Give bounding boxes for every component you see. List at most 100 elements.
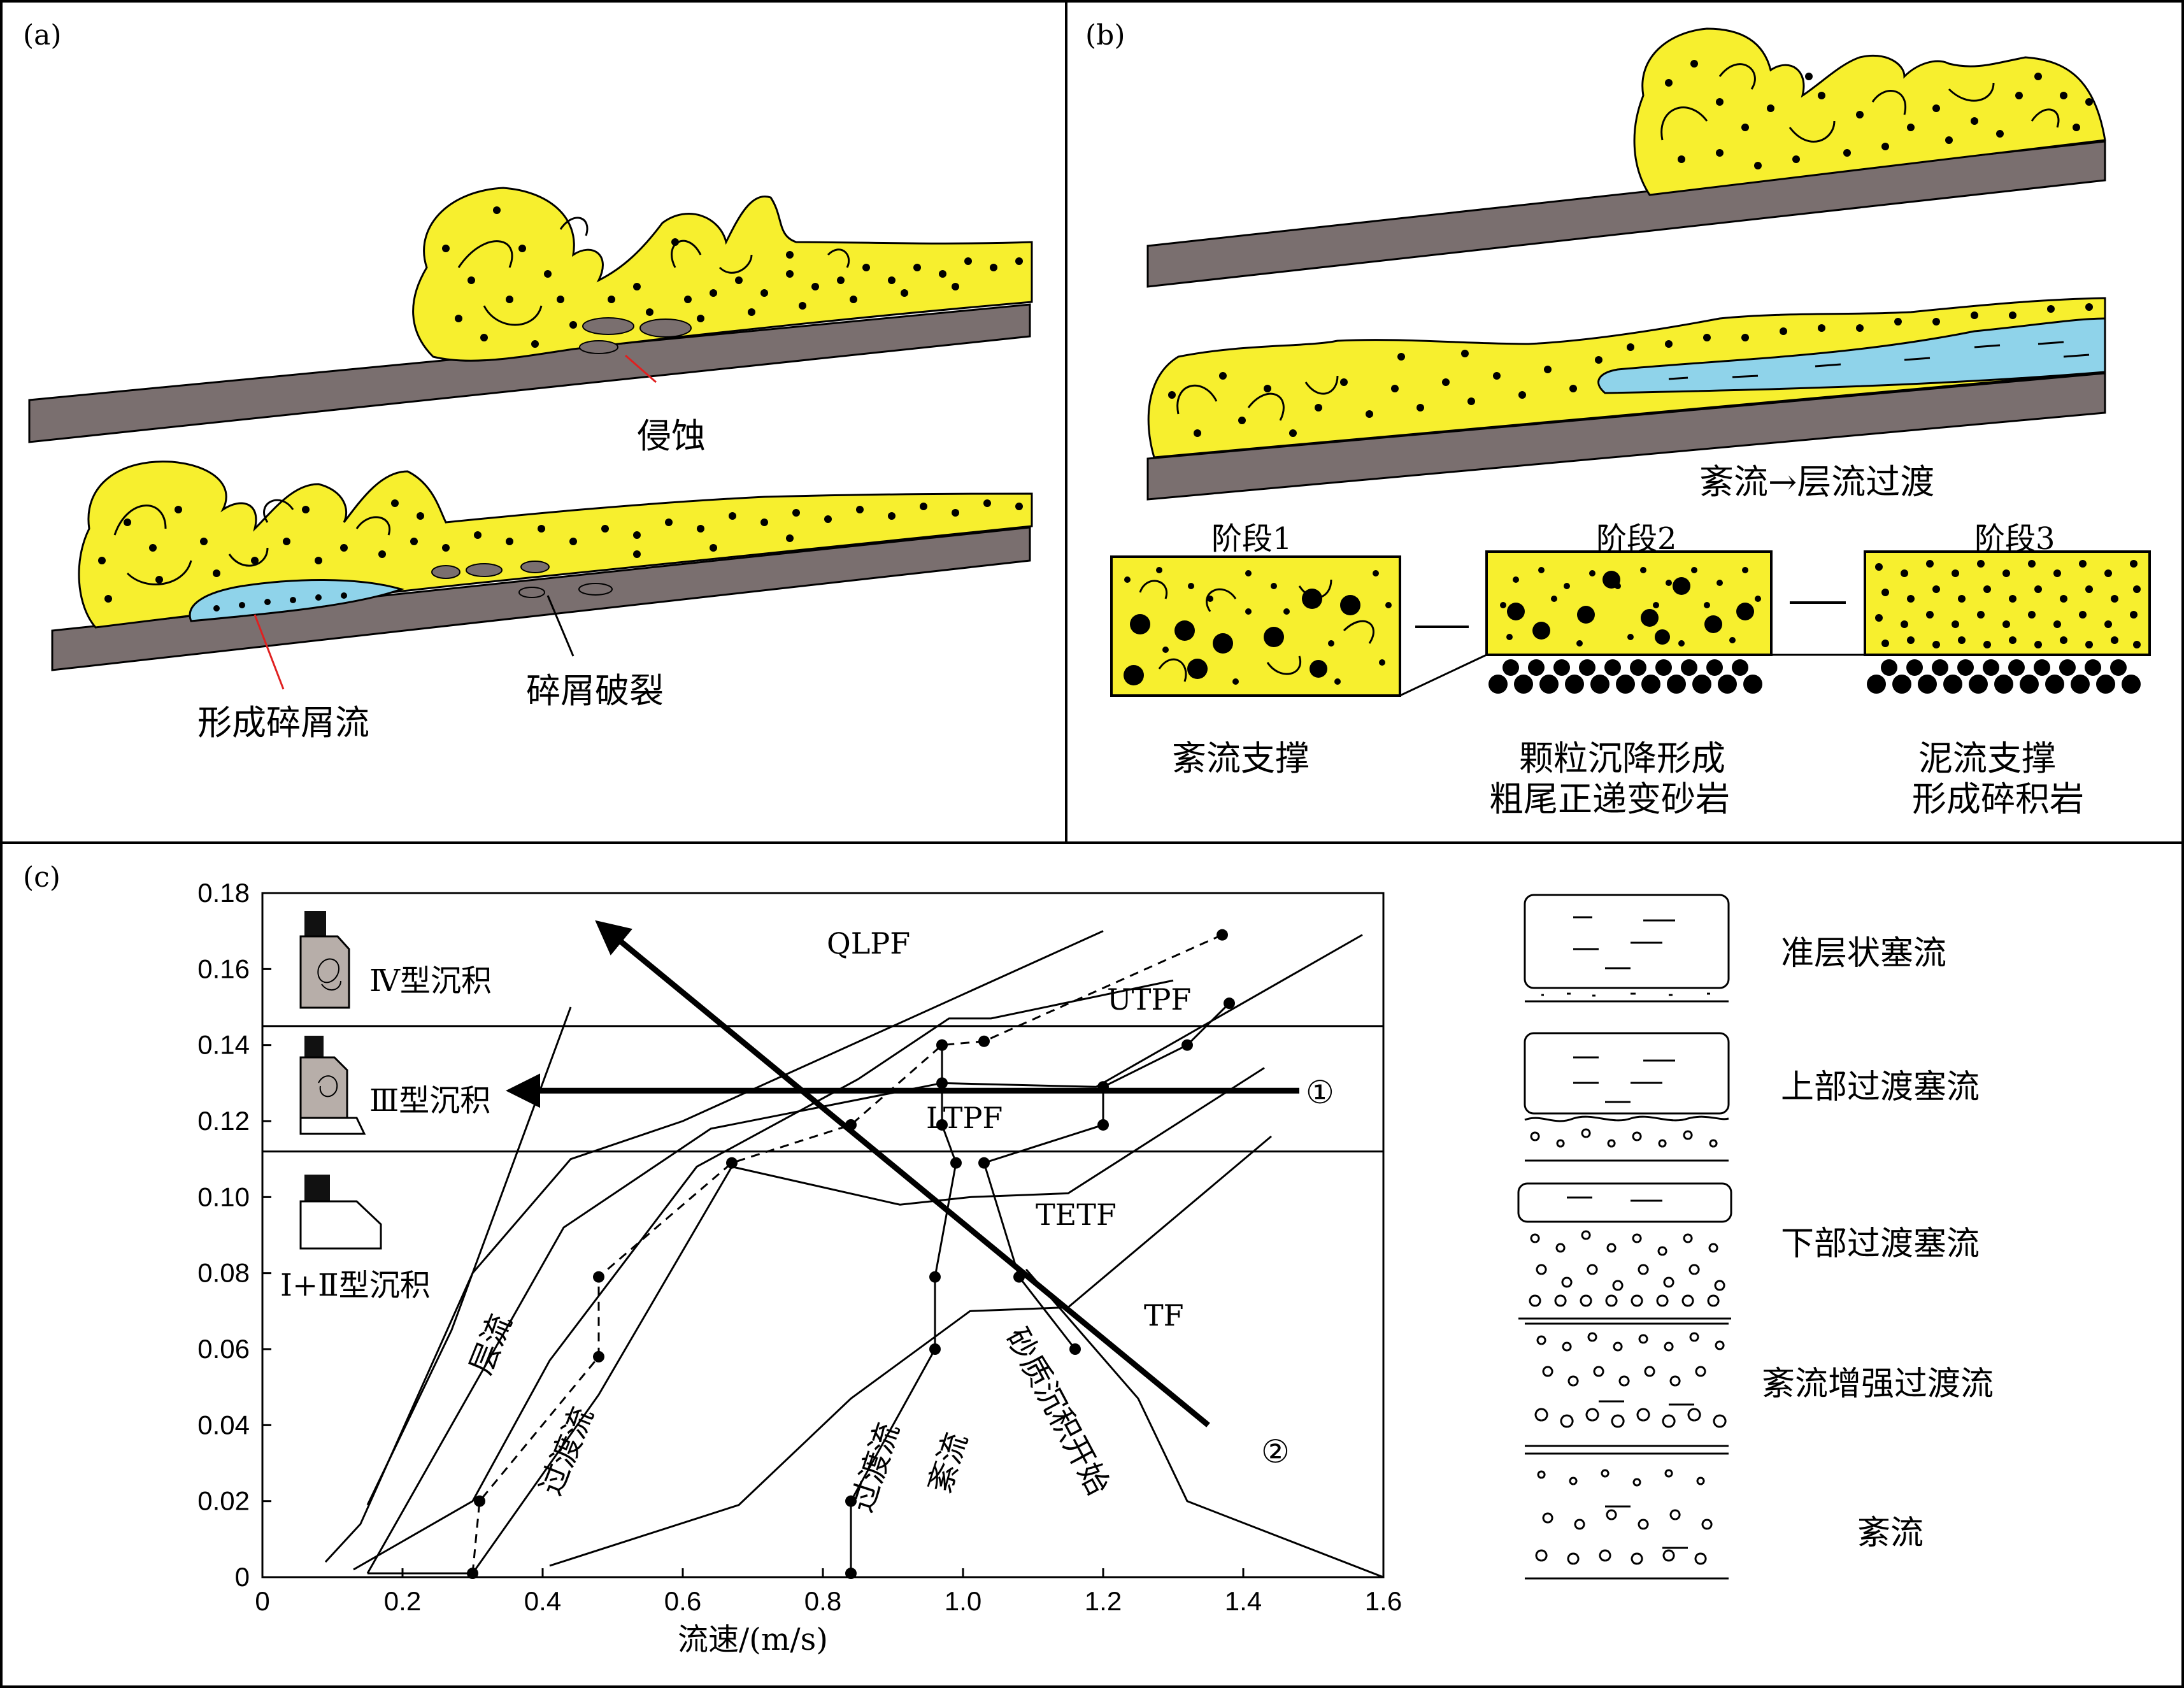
type12-deposit-icon xyxy=(299,1175,382,1250)
type12-deposit-label: Ⅰ+Ⅱ型沉积 xyxy=(280,1268,431,1303)
vortex-lines-upper xyxy=(1660,63,2060,143)
legend-label-turbulence-enhanced: 紊流增强过渡流 xyxy=(1762,1365,1994,1403)
fractured-clast xyxy=(431,565,460,579)
rip-up-clast xyxy=(579,340,618,354)
legend-label-turbulent: 紊流 xyxy=(1857,1514,1924,1552)
x-tick-label: 0.2 xyxy=(384,1586,421,1616)
data-point xyxy=(593,1271,604,1283)
y-tick-label: 0.02 xyxy=(197,1486,250,1516)
grain-dots-lower xyxy=(98,499,1023,612)
laminar-flow-lens xyxy=(1597,317,2106,394)
substrate-slope-upper xyxy=(28,303,1031,443)
y-tick-label: 0.16 xyxy=(197,954,250,983)
grain-dots-upper xyxy=(442,206,1023,348)
chart-lines xyxy=(324,930,1384,1578)
flow-boundary-line xyxy=(366,934,1363,1574)
flow-boundary-line xyxy=(1025,1268,1384,1578)
x-tick-label: 1.0 xyxy=(945,1586,981,1616)
x-tick-label: 0.4 xyxy=(524,1586,561,1616)
grain-dots-lower xyxy=(1168,303,2093,437)
fractured-clast xyxy=(520,561,550,573)
legend-turbulence-enhanced xyxy=(1525,1322,1729,1455)
stage1-box xyxy=(1110,555,1401,697)
y-tick-label: 0.12 xyxy=(197,1106,250,1136)
transition-label: 紊流→层流过渡 xyxy=(1699,462,1935,502)
type3-deposit-label: Ⅲ型沉积 xyxy=(369,1083,491,1119)
region-utpf: UTPF xyxy=(1107,982,1192,1017)
legend-label-upper-transitional: 上部过渡塞流 xyxy=(1781,1068,1980,1106)
panel-divider-horizontal xyxy=(0,841,2184,844)
fracture-pointer xyxy=(546,595,575,657)
stage1-vortices xyxy=(1139,579,1374,682)
data-point xyxy=(593,1350,604,1363)
vortex-lines-lower xyxy=(1176,375,1339,421)
data-point xyxy=(978,1035,990,1047)
erosion-label: 侵蚀 xyxy=(637,416,706,456)
data-point xyxy=(726,1157,738,1169)
panel-c-label: (c) xyxy=(23,861,61,894)
data-point xyxy=(929,1271,941,1283)
data-point xyxy=(845,1568,857,1580)
data-point xyxy=(467,1568,478,1580)
legend-label-lower-transitional: 下部过渡塞流 xyxy=(1781,1225,1980,1263)
flow-boundary-line xyxy=(324,930,1104,1563)
x-tick-label: 1.4 xyxy=(1225,1586,1262,1616)
grain-dots-upper xyxy=(1665,60,2093,169)
region-tetf: TETF xyxy=(1036,1198,1117,1232)
stage3-caption-line2: 形成碎积岩 xyxy=(1912,779,2084,819)
x-tick-label: 0.6 xyxy=(664,1586,701,1616)
stage1-grains xyxy=(1124,567,1392,685)
legend-upper-transitional-plug xyxy=(1524,1032,1730,1162)
data-point xyxy=(978,1157,990,1169)
data-point xyxy=(950,1157,962,1169)
x-tick-label: 1.6 xyxy=(1365,1586,1402,1616)
data-point xyxy=(936,1077,948,1089)
arrow2-label: ② xyxy=(1261,1433,1290,1470)
turbulent-flow-upper xyxy=(412,187,1033,362)
vortex-lines-lower xyxy=(113,499,391,585)
y-tick-label: 0.18 xyxy=(197,878,250,908)
panel-a-label: (a) xyxy=(23,19,62,52)
panel-a-drawing xyxy=(28,187,1033,690)
flow-boundary-line xyxy=(368,1067,1265,1575)
stage2-caption-line2: 粗尾正递变砂岩 xyxy=(1489,779,1730,819)
stage2-grains xyxy=(1500,567,1761,647)
y-tick-label: 0.06 xyxy=(197,1334,250,1364)
data-point xyxy=(1069,1343,1081,1355)
x-tick-label: 1.2 xyxy=(1085,1586,1122,1616)
region-ltpf: LTPF xyxy=(926,1101,1003,1135)
legend-turbulent xyxy=(1525,1469,1729,1580)
fractured-clast xyxy=(466,563,503,577)
region-tf: TF xyxy=(1144,1298,1184,1333)
data-point xyxy=(1097,1119,1109,1131)
data-point xyxy=(936,1039,948,1051)
panel-b-drawing xyxy=(1110,27,2151,697)
flow-boundary-line xyxy=(353,979,1174,1571)
legend-lower-transitional-plug xyxy=(1517,1182,1732,1320)
fractured-clast xyxy=(518,587,545,598)
panel-b-label: (b) xyxy=(1085,19,1125,52)
flow-boundary-line xyxy=(549,1135,1272,1567)
data-point xyxy=(929,1343,941,1355)
chart-arrows xyxy=(506,920,1299,1427)
vortex-lines-upper xyxy=(457,217,850,326)
stage2-label: 阶段2 xyxy=(1596,521,1677,557)
rip-up-clast xyxy=(582,317,634,335)
transition-curve xyxy=(983,1002,1231,1350)
stage1-caption: 紊流支撑 xyxy=(1172,738,1310,778)
fractured-clast xyxy=(578,583,613,596)
data-point xyxy=(474,1495,485,1507)
trend-arrow xyxy=(595,920,1210,1427)
stage1-label: 阶段1 xyxy=(1211,521,1292,557)
data-point xyxy=(1217,929,1228,941)
stage3-caption-line1: 泥流支撑 xyxy=(1918,738,2056,778)
stage3-base-grains xyxy=(1867,659,2141,694)
stage-connector xyxy=(1399,654,1487,697)
legend-label-quasi-laminar: 准层状塞流 xyxy=(1781,934,1947,973)
data-point xyxy=(845,1495,857,1507)
data-point xyxy=(1181,1039,1193,1051)
debris-flow-pointer xyxy=(253,614,285,690)
x-axis-label: 流速/(m/s) xyxy=(678,1622,828,1657)
